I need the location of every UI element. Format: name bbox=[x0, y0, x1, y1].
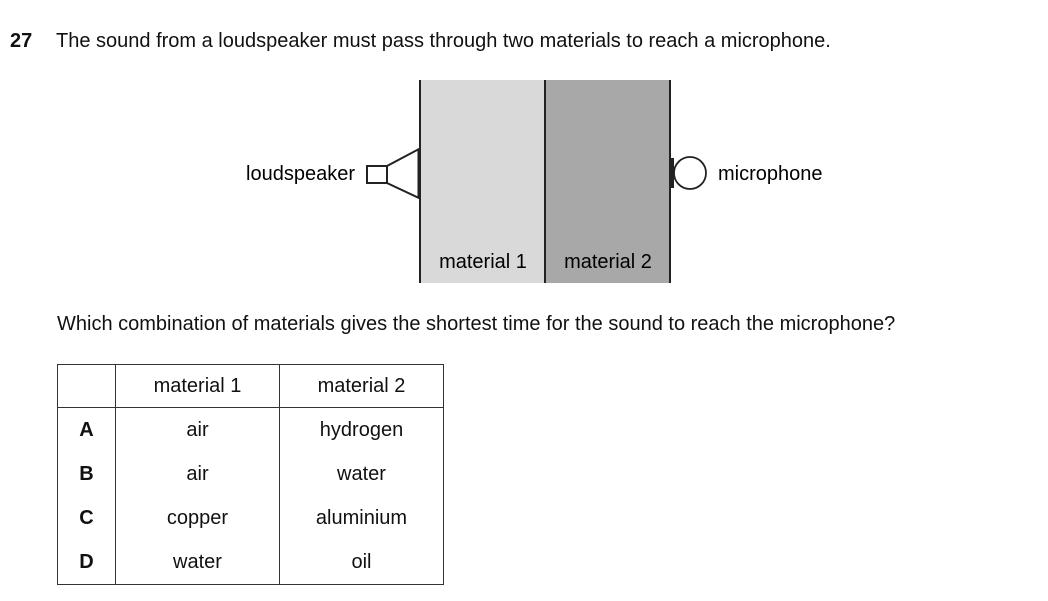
material-2-cell: oil bbox=[279, 540, 444, 585]
option-key: A bbox=[57, 407, 116, 452]
option-key: B bbox=[57, 452, 116, 496]
header-material-1: material 1 bbox=[115, 364, 280, 408]
material-1-cell: copper bbox=[115, 496, 280, 540]
material-1-cell: water bbox=[115, 540, 280, 585]
table-header: material 1 material 2 bbox=[57, 364, 444, 408]
table-row: A air hydrogen bbox=[57, 407, 444, 452]
material-2-cell: hydrogen bbox=[279, 407, 444, 452]
loudspeaker-label: loudspeaker bbox=[246, 163, 355, 185]
question-number: 27 bbox=[10, 30, 33, 52]
question-prompt: Which combination of materials gives the… bbox=[57, 313, 896, 335]
option-key: D bbox=[57, 540, 116, 585]
material-1-cell: air bbox=[115, 452, 280, 496]
material-1-block bbox=[420, 80, 545, 283]
material-2-cell: aluminium bbox=[279, 496, 444, 540]
material-2-block bbox=[545, 80, 670, 283]
answer-table: material 1 material 2 A air hydrogen B a… bbox=[57, 364, 444, 585]
header-blank bbox=[57, 364, 116, 408]
material-1-label: material 1 bbox=[439, 251, 527, 273]
table-row: B air water bbox=[57, 452, 444, 496]
header-material-2: material 2 bbox=[279, 364, 444, 408]
question-text: The sound from a loudspeaker must pass t… bbox=[56, 30, 831, 52]
option-key: C bbox=[57, 496, 116, 540]
material-1-cell: air bbox=[115, 407, 280, 452]
material-2-cell: water bbox=[279, 452, 444, 496]
microphone-icon bbox=[670, 156, 707, 190]
microphone-label: microphone bbox=[718, 163, 823, 185]
table-row: C copper aluminium bbox=[57, 496, 444, 540]
loudspeaker-icon bbox=[366, 147, 421, 200]
material-2-label: material 2 bbox=[564, 251, 652, 273]
table-row: D water oil bbox=[57, 540, 444, 585]
